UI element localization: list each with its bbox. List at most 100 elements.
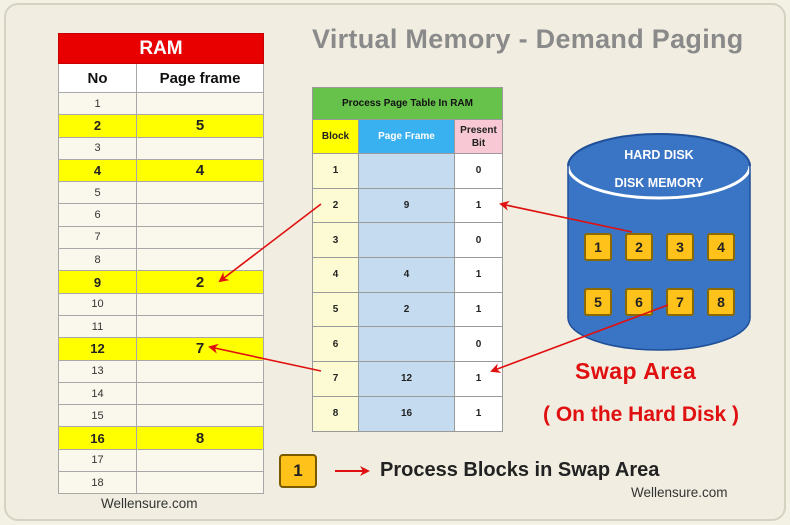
page-table-block: 3	[312, 222, 359, 259]
ram-row: 10	[58, 292, 264, 316]
disk-memory-label: DISK MEMORY	[614, 176, 704, 190]
page-table-col-page-frame: Page Frame	[358, 119, 455, 154]
page-table-frame	[358, 153, 455, 189]
swap-block: 4	[707, 233, 735, 261]
page-table-block: 1	[312, 153, 359, 189]
ram-row: 17	[58, 448, 264, 473]
present-label: Present	[460, 124, 497, 136]
hard-disk-icon	[566, 133, 752, 351]
ram-row-no: 8	[58, 248, 137, 272]
ram-row: 15	[58, 404, 264, 428]
ram-row-frame	[136, 248, 264, 272]
swap-area-label: Swap Area	[575, 358, 697, 384]
page-table-block: 5	[312, 291, 359, 328]
ram-row-no: 14	[58, 381, 137, 406]
ram-row-frame	[136, 404, 264, 428]
ram-row: 18	[58, 471, 264, 495]
swap-block: 5	[584, 288, 612, 316]
page-table-block: 7	[312, 361, 359, 397]
page-table-present: 0	[454, 326, 503, 363]
page-table-present: 1	[454, 257, 503, 293]
page-table-col-block: Block	[312, 119, 359, 154]
ram-row: 3	[58, 136, 264, 160]
swap-block: 1	[584, 233, 612, 261]
bit-label: Bit	[471, 137, 486, 149]
ram-row: 5	[58, 181, 264, 205]
ram-col-page-frame: Page frame	[136, 63, 264, 93]
ram-row-no: 10	[58, 292, 137, 316]
hard-disk-label: HARD DISK	[624, 148, 694, 162]
swap-block: 6	[625, 288, 653, 316]
ram-row-no: 18	[58, 471, 137, 495]
ram-row-frame: 7	[136, 337, 264, 361]
ram-row-no: 3	[58, 136, 137, 160]
page-table-frame: 4	[358, 257, 455, 293]
ram-row-no: 15	[58, 404, 137, 428]
arrow-disk-block2-to-table	[499, 200, 633, 233]
ram-row-frame: 4	[136, 158, 264, 183]
page-table-present: 1	[454, 361, 503, 397]
page-table-present: 0	[454, 153, 503, 189]
ram-row-no: 17	[58, 448, 137, 473]
page-table-frame: 16	[358, 395, 455, 432]
ram-row-frame	[136, 136, 264, 160]
ram-row-frame	[136, 292, 264, 316]
legend-text: Process Blocks in Swap Area	[380, 459, 660, 481]
ram-row-no: 2	[58, 114, 137, 138]
slide-title: Virtual Memory - Demand Paging	[312, 24, 744, 54]
page-table-present: 0	[454, 222, 503, 259]
ram-row-frame	[136, 91, 264, 116]
arrow-table-block2-to-ram9	[218, 203, 322, 283]
arrow-table-block7-to-ram12	[208, 343, 322, 372]
ram-row: 1	[58, 91, 264, 116]
ram-row-no: 13	[58, 359, 137, 383]
ram-col-no: No	[58, 63, 137, 93]
page-table-frame: 2	[358, 291, 455, 328]
page-table-block: 4	[312, 257, 359, 293]
page-table-present: 1	[454, 187, 503, 224]
ram-row-no: 6	[58, 203, 137, 227]
watermark-left: Wellensure.com	[101, 496, 198, 511]
ram-row-frame	[136, 448, 264, 473]
ram-row-no: 9	[58, 270, 137, 294]
watermark-right: Wellensure.com	[631, 485, 728, 500]
page-table-frame: 9	[358, 187, 455, 224]
process-page-table: Process Page Table In RAM Block Page Fra…	[312, 87, 503, 432]
page-table-present: 1	[454, 395, 503, 432]
ram-row-no: 11	[58, 314, 137, 339]
ram-row: 8	[58, 248, 264, 272]
arrow-disk-block7-to-table	[490, 304, 669, 373]
ram-row-no: 5	[58, 181, 137, 205]
on-hard-disk-label: ( On the Hard Disk )	[543, 403, 740, 426]
ram-row-no: 4	[58, 158, 137, 183]
page-table-block: 8	[312, 395, 359, 432]
legend-block-sample: 1	[279, 454, 317, 488]
swap-block: 2	[625, 233, 653, 261]
ram-row-frame	[136, 471, 264, 495]
ram-row-frame: 8	[136, 426, 264, 450]
ram-row-frame	[136, 181, 264, 205]
ram-row-no: 12	[58, 337, 137, 361]
ram-row-no: 1	[58, 91, 137, 116]
swap-block: 8	[707, 288, 735, 316]
swap-block: 3	[666, 233, 694, 261]
page-table-frame	[358, 222, 455, 259]
swap-block: 7	[666, 288, 694, 316]
ram-row-frame: 2	[136, 270, 264, 294]
